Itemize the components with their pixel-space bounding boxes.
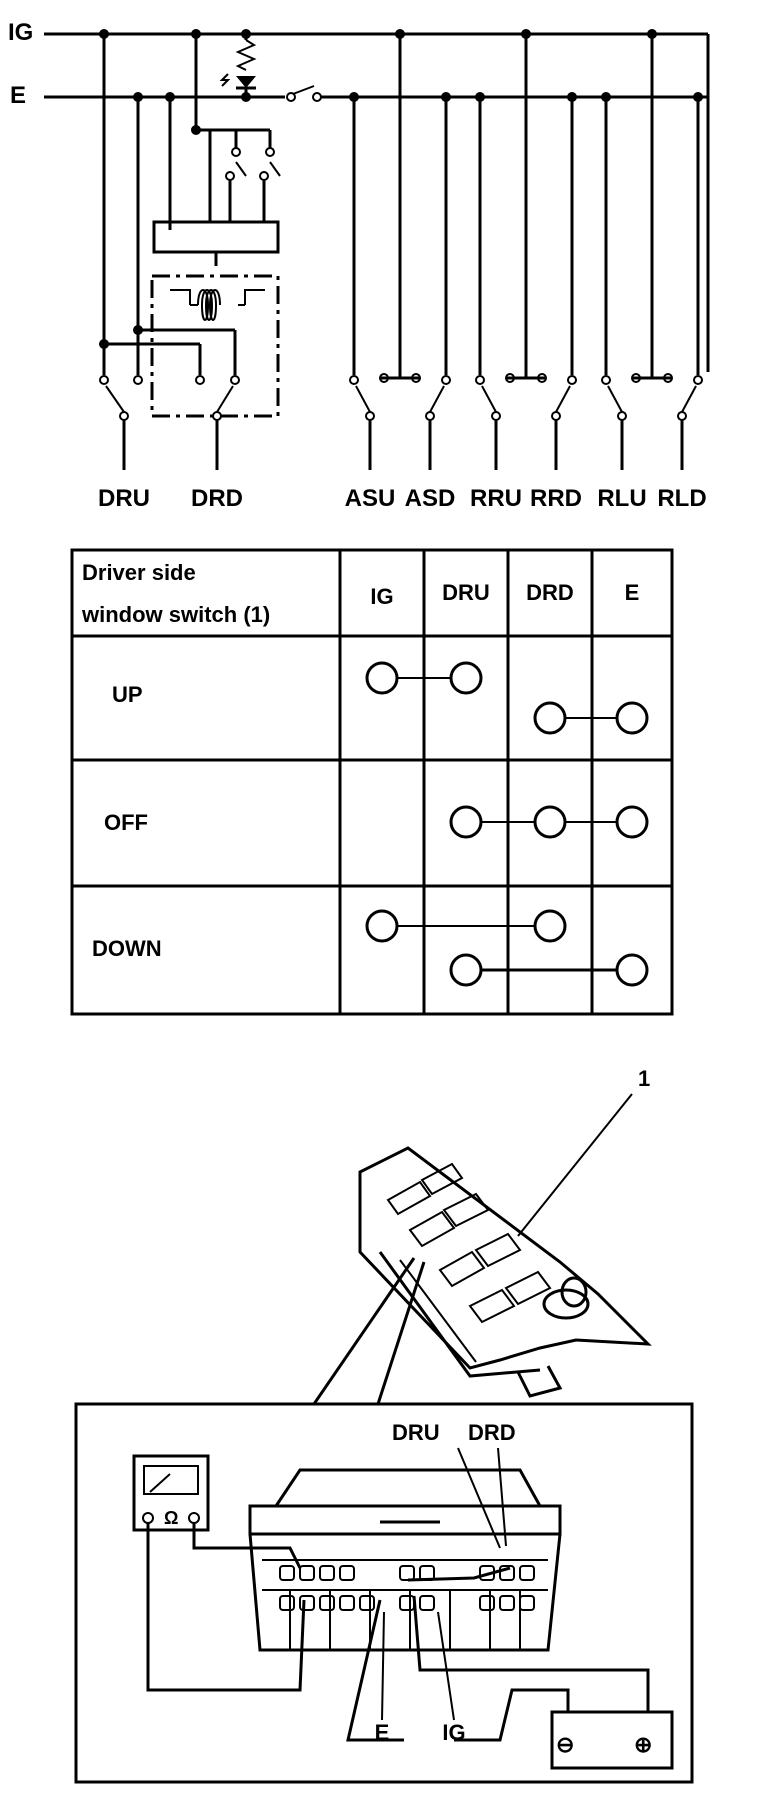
- battery-negative: ⊖: [556, 1732, 574, 1757]
- lock-knob: [542, 1288, 590, 1320]
- table-border: [70, 548, 674, 1016]
- terminal-label-asd: ASD: [405, 485, 456, 512]
- row-label-off: OFF: [104, 810, 148, 835]
- column-header-ig: IG: [370, 584, 393, 609]
- connection-off-dru-drd-e: [449, 805, 649, 839]
- table-header-line-1: Driver side: [82, 560, 196, 585]
- terminal-label-asu: ASU: [345, 485, 396, 512]
- switch-illustration: 1 DRU DRD: [74, 1066, 694, 1784]
- column-header-dru: DRU: [442, 580, 490, 605]
- table-header-line-2: window switch (1): [81, 602, 270, 627]
- terminal-label-rrd: RRD: [530, 485, 582, 512]
- bus-label-ig: IG: [8, 19, 33, 46]
- connection-down-ig-drd: [365, 909, 567, 943]
- connection-up-drd-e: [533, 701, 649, 735]
- remote-switches: [349, 29, 703, 470]
- connection-down-dru-e: [449, 953, 649, 987]
- callout-number: 1: [638, 1066, 650, 1091]
- battery-lead-negative: [454, 1688, 570, 1742]
- battery-positive: ⊕: [634, 1732, 652, 1757]
- ohmmeter-symbol: Ω: [164, 1508, 178, 1528]
- connector-label-drd: DRD: [468, 1420, 516, 1445]
- connector-detail-frame: [74, 1402, 694, 1784]
- row-label-down: DOWN: [92, 936, 162, 961]
- dru-switch-blade: [105, 385, 125, 413]
- relay-dashed-outline: [150, 274, 280, 418]
- connection-up-ig-dru: [365, 661, 483, 695]
- relay-coil-symbol: [197, 289, 221, 321]
- window-switch-assembly: [358, 1146, 652, 1398]
- relay-module-box: [152, 220, 280, 254]
- terminal-label-rru: RRU: [470, 485, 522, 512]
- battery-lead-positive: [412, 1595, 650, 1702]
- resistor-symbol: [235, 39, 257, 71]
- connector-label-dru: DRU: [392, 1420, 440, 1445]
- terminal-label-dru: DRU: [98, 485, 150, 512]
- e-bus-switch: [286, 92, 296, 102]
- meter-lead-1: [192, 1523, 302, 1569]
- row-label-up: UP: [112, 682, 143, 707]
- terminal-label-drd: DRD: [191, 485, 243, 512]
- wiring-diagram: IG E: [8, 19, 710, 512]
- ohmmeter: Ω: [132, 1454, 210, 1532]
- meter-lead-2: [146, 1523, 306, 1692]
- column-header-drd: DRD: [526, 580, 574, 605]
- battery: ⊖ ⊕: [550, 1702, 674, 1770]
- terminal-label-rld: RLD: [657, 485, 706, 512]
- callout-leader-line: [517, 1093, 633, 1237]
- bus-label-e: E: [10, 82, 26, 109]
- continuity-table: Driver side window switch (1) IG DRU DRD…: [70, 548, 674, 1016]
- diode-symbol: [236, 76, 256, 88]
- connector-label-e: E: [375, 1720, 390, 1745]
- connector-label-ig: IG: [442, 1720, 465, 1745]
- column-header-e: E: [625, 580, 640, 605]
- drd-switch-blade: [216, 385, 234, 413]
- terminal-label-rlu: RLU: [597, 485, 646, 512]
- switch-connector: [248, 1468, 562, 1652]
